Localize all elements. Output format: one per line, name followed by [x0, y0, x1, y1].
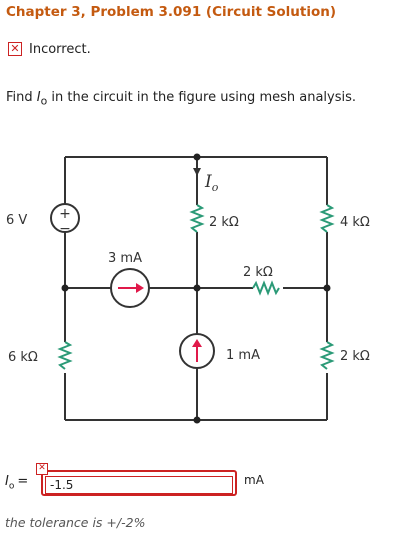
question-text: Find Io in the circuit in the figure usi…: [6, 90, 356, 108]
current-source-3ma-icon: [110, 268, 150, 308]
status-text: Incorrect.: [29, 41, 91, 57]
x-icon: ✕: [36, 463, 48, 475]
resistor-icon: [319, 204, 335, 233]
r-middle-label: 2 kΩ: [243, 265, 273, 280]
answer-label: Io=: [5, 474, 28, 492]
resistor-icon: [319, 341, 335, 370]
cs-1ma-label: 1 mA: [226, 348, 260, 363]
question-variable-sub: o: [40, 94, 48, 108]
question-variable: I: [36, 90, 41, 105]
resistor-icon: [189, 204, 205, 233]
answer-unit: mA: [244, 473, 264, 487]
question-suffix: in the circuit in the figure using mesh …: [47, 90, 357, 105]
answer-variable-sub: o: [8, 481, 15, 492]
status-row: ✕ Incorrect.: [8, 40, 91, 58]
r-bottom-right-label: 2 kΩ: [340, 349, 370, 364]
voltage-label: 6 V: [6, 213, 27, 228]
io-label: Io: [204, 172, 219, 194]
x-icon: ✕: [8, 42, 22, 56]
answer-variable: I: [5, 474, 9, 489]
answer-input[interactable]: [45, 476, 233, 494]
io-arrow-icon: [193, 168, 201, 176]
junction-dots: [61, 153, 331, 424]
tolerance-text: the tolerance is +/-2%: [5, 515, 146, 530]
resistor-icon: [252, 280, 280, 296]
problem-title: Chapter 3, Problem 3.091 (Circuit Soluti…: [6, 4, 337, 20]
r-top-right-label: 4 kΩ: [340, 215, 370, 230]
r-left-label: 6 kΩ: [8, 350, 38, 365]
minus-sign: −: [59, 221, 71, 237]
voltage-source-icon: + −: [50, 203, 80, 237]
equals-sign: =: [17, 474, 29, 489]
current-source-1ma-icon: [179, 333, 215, 369]
cs-3ma-label: 3 mA: [108, 251, 142, 266]
r-top-middle-label: 2 kΩ: [209, 215, 239, 230]
answer-input-frame: [41, 470, 237, 496]
circuit-diagram: Io + − 6 V 2 kΩ 4 kΩ 3 mA 2 kΩ 6 kΩ 1 mA…: [6, 153, 370, 424]
question-prefix: Find: [6, 90, 37, 105]
plus-sign: +: [59, 206, 71, 222]
resistor-icon: [57, 341, 73, 370]
